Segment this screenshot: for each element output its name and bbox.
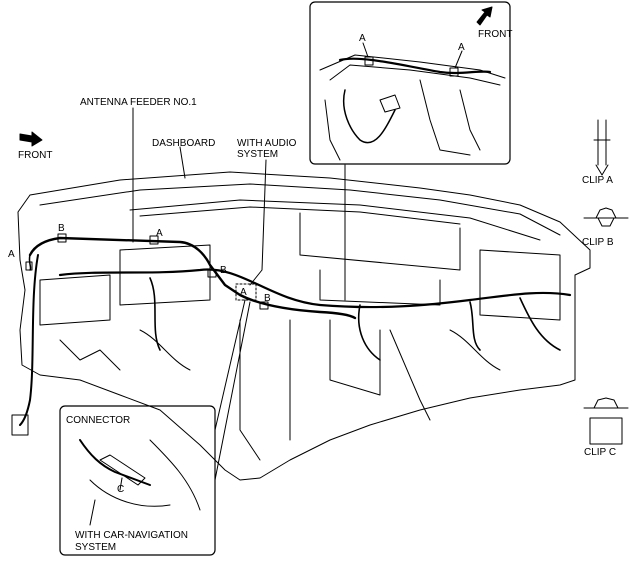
harness-segment-1 (139, 329, 191, 371)
dashboard-top-edge (39, 183, 561, 236)
callout-b-left: B (58, 223, 65, 234)
inset-cable-loop (343, 89, 396, 144)
inset-a2-leader (454, 50, 463, 69)
harness-branch-2 (357, 304, 381, 361)
callout-b-center: B (220, 265, 227, 276)
left-bracket (119, 244, 211, 306)
left-panel (39, 274, 111, 326)
harness-branch-3 (519, 297, 561, 351)
bottom-inset-leader-1 (214, 299, 246, 431)
clip-b-marker-2 (207, 269, 217, 278)
clip-b-marker-1 (57, 233, 67, 243)
clip-a-marker-2 (149, 235, 159, 245)
inset-clip-a-1 (364, 56, 374, 66)
clip-a-icon (593, 119, 611, 176)
callout-a-inset-2: A (458, 42, 465, 53)
front-label-inset: FRONT (478, 29, 513, 40)
dashboard-label: DASHBOARD (152, 138, 216, 149)
harness-segment-2 (449, 329, 501, 371)
top-inset-frame (309, 1, 511, 165)
nav-panel-edge (89, 479, 171, 507)
feeder-end (28, 254, 32, 271)
dashboard-leader (179, 146, 186, 179)
callout-a-left: A (8, 249, 15, 260)
clip-c-icon (583, 397, 629, 409)
lower-left-detail (59, 339, 121, 371)
callout-a-box: A (240, 287, 247, 298)
clip-a-marker-1 (25, 261, 33, 271)
callout-a-inset-1: A (359, 33, 366, 44)
dashboard-outline (17, 171, 591, 481)
left-hose-end (11, 414, 29, 436)
clip-c-body (589, 417, 623, 445)
main-harness (58, 268, 572, 309)
clip-b-label: CLIP B (582, 237, 614, 248)
center-column-left (239, 319, 261, 461)
inset-left-edge (324, 99, 341, 161)
defroster-line (129, 199, 541, 241)
defroster-line-2 (139, 206, 461, 225)
harness-branch-4 (469, 301, 481, 351)
center-stack (329, 319, 381, 396)
center-opening (299, 212, 461, 271)
right-panel (479, 249, 561, 321)
bottom-inset-leader-2 (214, 301, 251, 481)
antenna-feeder (28, 236, 357, 320)
connector-label: CONNECTOR (66, 415, 131, 426)
antenna-feeder-label: ANTENNA FEEDER NO.1 (80, 97, 197, 108)
inset-connector (379, 94, 401, 113)
center-panel (319, 269, 441, 306)
left-hose (19, 254, 39, 426)
with-nav-label-line1: WITH CAR-NAVIGATION (75, 530, 188, 541)
nav-c-leader (119, 477, 123, 491)
inset-a1-leader (362, 42, 369, 58)
with-audio-label-line1: WITH AUDIO (237, 138, 297, 149)
audio-system-leader (249, 159, 267, 286)
lower-bracket (389, 329, 431, 421)
inset-panel-edge-2 (459, 89, 481, 151)
clip-b-icon (583, 207, 629, 227)
with-audio-label-line2: SYSTEM (237, 149, 279, 160)
clip-a-label: CLIP A (582, 175, 613, 186)
callout-a-top: A (156, 228, 163, 239)
nav-panel-edge-2 (149, 439, 201, 511)
nav-connector (99, 454, 146, 486)
with-nav-label-line2: SYSTEM (75, 542, 117, 553)
nav-cable (79, 439, 151, 486)
inset-panel-edge (419, 79, 471, 156)
clip-b-marker-3 (259, 301, 269, 310)
front-arrow-inset (476, 6, 493, 26)
callout-c-nav: C (117, 484, 125, 495)
harness-branch-1 (149, 277, 161, 351)
inset-dash-edge-2 (329, 64, 501, 86)
clip-a-dotted-box (235, 283, 257, 301)
front-arrow-left (19, 131, 43, 147)
inset-feeder (338, 57, 492, 75)
nav-label-leader (89, 499, 96, 526)
inset-clip-a-2 (449, 67, 459, 77)
callout-b-right: B (264, 293, 271, 304)
front-label-left: FRONT (18, 150, 53, 161)
clip-c-label: CLIP C (584, 447, 617, 458)
